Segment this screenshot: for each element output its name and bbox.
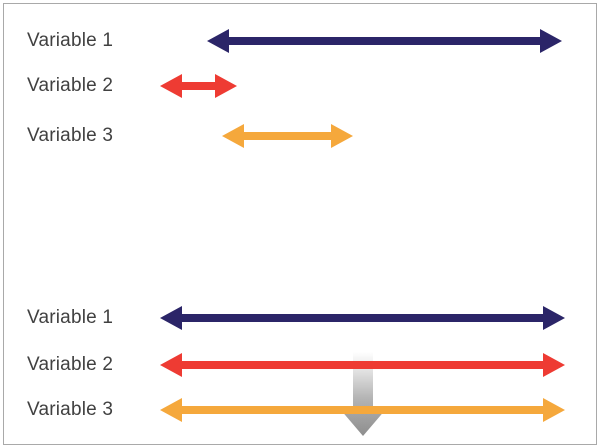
range-arrow-before-3 [222,119,353,153]
range-arrow-after-1 [160,301,565,335]
variable-label-after-2: Variable 2 [27,354,114,375]
range-arrow-before-2 [160,69,237,103]
variable-label-before-3: Variable 3 [27,125,114,146]
variable-label-before-2: Variable 2 [27,75,114,96]
double-headed-arrow-icon [222,124,353,148]
variable-row-before-3: Variable 3 [0,119,600,153]
variable-row-before-2: Variable 2 [0,69,600,103]
range-arrow-before-1 [207,24,562,58]
variable-label-after-3: Variable 3 [27,399,114,420]
double-headed-arrow-icon [160,353,565,377]
variable-row-after-2: Variable 2 [0,348,600,382]
variable-row-before-1: Variable 1 [0,24,600,58]
after-section: Variable 1 Variable 2 Variable 3 [0,285,600,448]
double-headed-arrow-icon [207,29,562,53]
variable-row-after-3: Variable 3 [0,393,600,427]
transition-down-arrow [340,352,386,436]
transition-section [0,170,600,436]
variable-label-before-1: Variable 1 [27,30,114,51]
double-headed-arrow-icon [160,74,237,98]
range-arrow-after-3 [160,393,565,427]
variable-label-after-1: Variable 1 [27,307,114,328]
double-headed-arrow-icon [160,398,565,422]
double-headed-arrow-icon [160,306,565,330]
range-arrow-after-2 [160,348,565,382]
down-arrow-gradient-icon [340,352,386,436]
variable-row-after-1: Variable 1 [0,301,600,335]
before-section: Variable 1 Variable 2 Variable 3 [0,0,600,170]
